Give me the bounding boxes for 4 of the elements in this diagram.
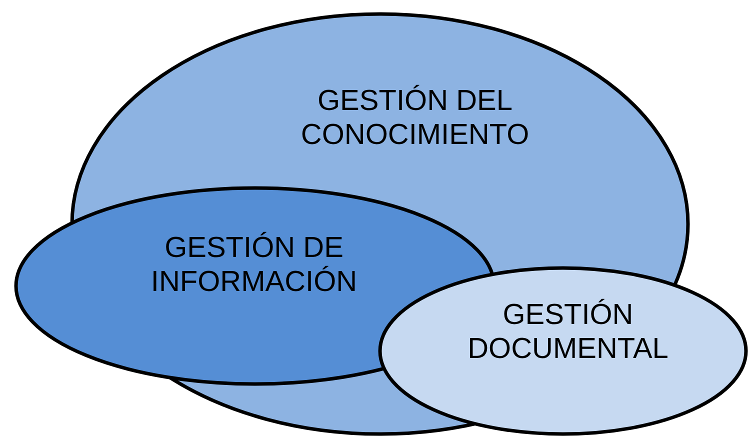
set-label: GESTIÓN DEL CONOCIMIENTO [300,84,530,152]
set-label: GESTIÓN DE INFORMACIÓN [150,231,358,299]
set-ellipse [378,266,748,436]
set-label: GESTIÓN DOCUMENTAL [466,298,670,366]
